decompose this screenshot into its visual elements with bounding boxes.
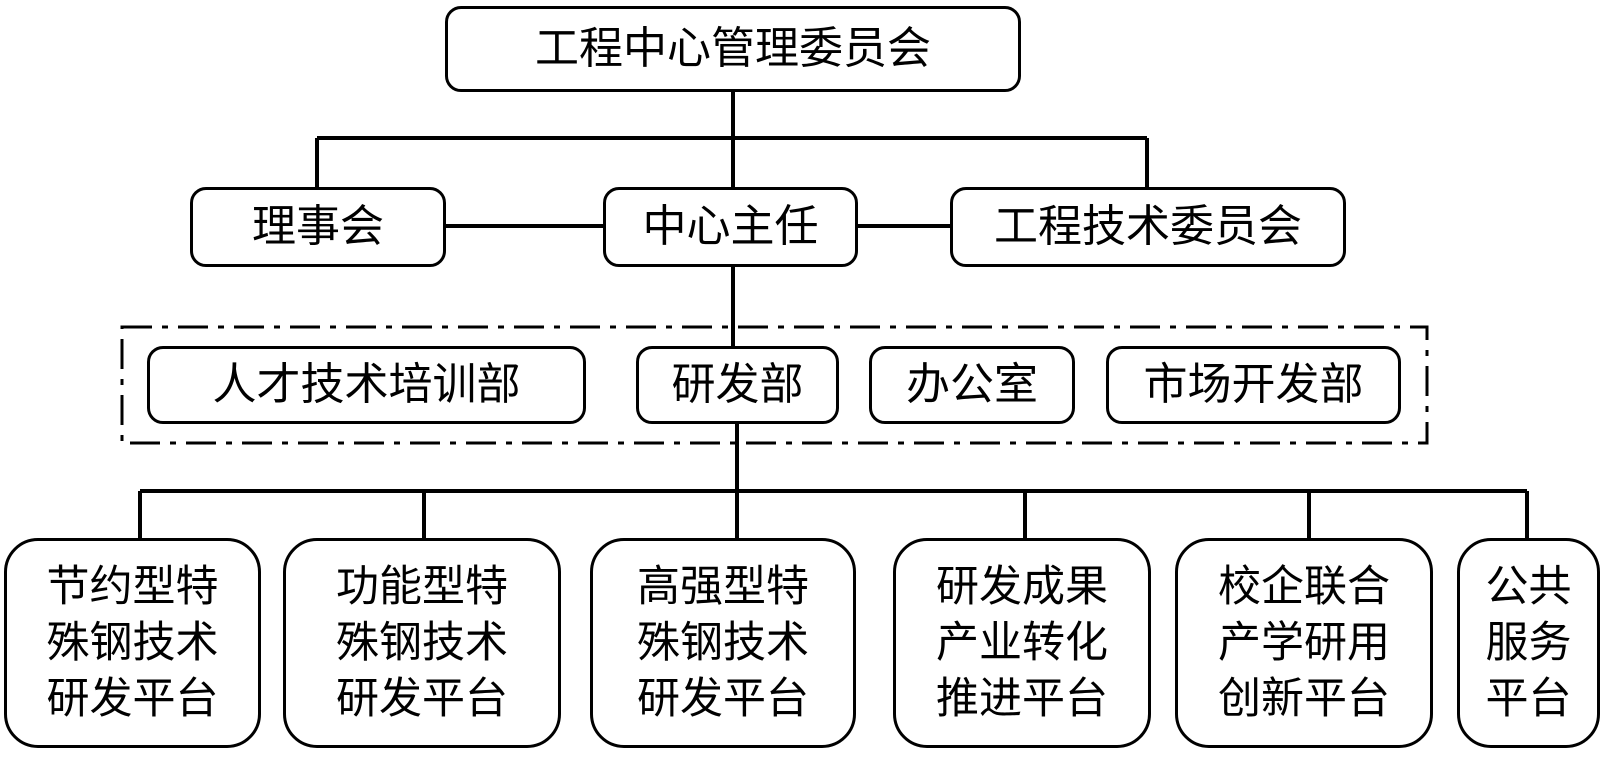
platform-box-5: 校企联合 产学研用 创新平台 — [1175, 538, 1433, 748]
office-box: 办公室 — [869, 346, 1075, 424]
tech-committee-label: 工程技术委员会 — [994, 201, 1302, 252]
platform-1-line-3: 研发平台 — [46, 674, 219, 724]
platform-box-6: 公共 服务 平台 — [1457, 538, 1600, 748]
management-committee-label: 工程中心管理委员会 — [535, 23, 931, 74]
board-label: 理事会 — [252, 201, 384, 252]
director-label: 中心主任 — [642, 201, 819, 252]
platform-box-4: 研发成果 产业转化 推进平台 — [893, 538, 1151, 748]
platform-5-line-2: 产学研用 — [1218, 618, 1390, 668]
platform-3-line-3: 研发平台 — [637, 674, 809, 724]
platform-box-3: 高强型特 殊钢技术 研发平台 — [590, 538, 856, 748]
platform-4-line-1: 研发成果 — [936, 562, 1108, 612]
platform-1-line-2: 殊钢技术 — [46, 618, 219, 668]
platform-4-line-3: 推进平台 — [936, 674, 1108, 724]
director-box: 中心主任 — [603, 187, 858, 267]
platform-5-line-1: 校企联合 — [1218, 562, 1390, 612]
platform-box-1: 节约型特 殊钢技术 研发平台 — [4, 538, 261, 748]
platform-1-line-1: 节约型特 — [46, 562, 219, 612]
rnd-dept-box: 研发部 — [636, 346, 839, 424]
platform-6-line-1: 公共 — [1485, 562, 1572, 612]
platform-4-line-2: 产业转化 — [936, 618, 1108, 668]
platform-2-line-3: 研发平台 — [336, 674, 508, 724]
platform-6-line-2: 服务 — [1485, 618, 1572, 668]
office-label: 办公室 — [906, 359, 1038, 410]
platform-5-line-3: 创新平台 — [1218, 674, 1390, 724]
platform-3-line-1: 高强型特 — [637, 562, 809, 612]
platform-6-line-3: 平台 — [1485, 674, 1572, 724]
department-group-border — [120, 325, 1429, 445]
platform-2-line-2: 殊钢技术 — [336, 618, 508, 668]
platform-box-2: 功能型特 殊钢技术 研发平台 — [283, 538, 561, 748]
talent-training-dept-box: 人才技术培训部 — [147, 346, 586, 424]
rnd-dept-label: 研发部 — [671, 359, 804, 410]
platform-3-line-2: 殊钢技术 — [637, 618, 809, 668]
management-committee-box: 工程中心管理委员会 — [445, 6, 1021, 92]
talent-training-dept-label: 人才技术培训部 — [212, 359, 521, 410]
platform-2-line-1: 功能型特 — [336, 562, 508, 612]
market-dept-box: 市场开发部 — [1106, 346, 1401, 424]
market-dept-label: 市场开发部 — [1143, 359, 1364, 410]
tech-committee-box: 工程技术委员会 — [950, 187, 1346, 267]
board-box: 理事会 — [190, 187, 446, 267]
